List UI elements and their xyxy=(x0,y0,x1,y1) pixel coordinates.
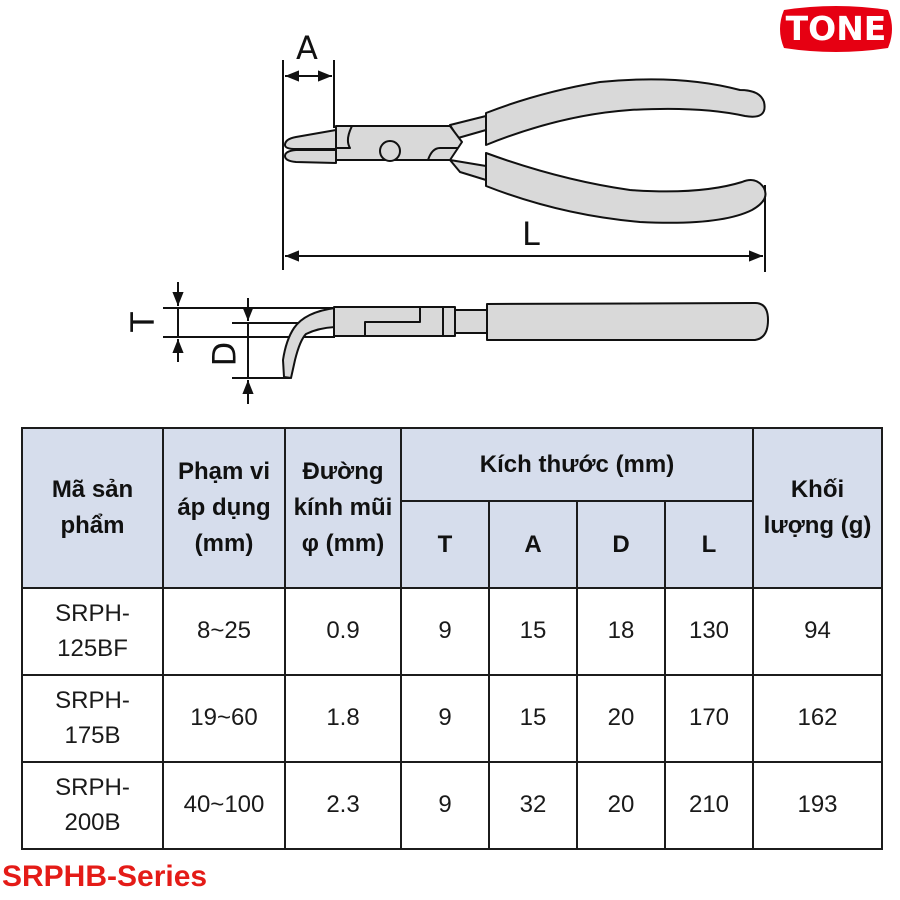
plier-drawing xyxy=(163,60,769,404)
tone-logo: TONE xyxy=(776,4,896,54)
dimension-label-l: L xyxy=(522,215,540,253)
table-row: SRPH-125BF 8~25 0.9 9 15 18 130 94 xyxy=(21,587,884,676)
cell-range: 8~25 xyxy=(162,587,286,676)
cell-weight: 162 xyxy=(752,674,884,763)
cell-dim-a: 15 xyxy=(488,587,578,676)
cell-dim-d: 20 xyxy=(576,674,666,763)
cell-dim-l: 210 xyxy=(663,761,755,850)
cell-weight: 193 xyxy=(752,761,884,850)
cell-tip-diameter: 2.3 xyxy=(284,761,402,850)
series-title: SRPHB-Series xyxy=(2,860,208,893)
top-view xyxy=(282,60,767,272)
cell-dim-l: 170 xyxy=(663,674,755,763)
cell-tip-diameter: 1.8 xyxy=(284,674,402,763)
cell-product-code: SRPH-200B xyxy=(21,761,164,850)
cell-range: 40~100 xyxy=(162,761,286,850)
dimension-label-a: A xyxy=(296,29,318,67)
cell-dim-a: 32 xyxy=(488,761,578,850)
header-dim-l: L xyxy=(663,500,755,589)
logo-badge-shape xyxy=(780,6,892,52)
side-view xyxy=(163,282,769,404)
plier-dimension-diagram: A L T D xyxy=(0,0,900,420)
header-product-code: Mã sản phẩm xyxy=(21,427,164,589)
header-tip-diameter: Đường kính mũi φ (mm) xyxy=(284,427,402,589)
cell-product-code: SRPH-175B xyxy=(21,674,164,763)
header-dim-a: A xyxy=(488,500,578,589)
cell-product-code: SRPH-125BF xyxy=(21,587,164,676)
header-range: Phạm vi áp dụng (mm) xyxy=(162,427,286,589)
dimension-label-d: D xyxy=(205,341,244,367)
dimension-label-t: T xyxy=(123,312,162,332)
cell-dim-d: 18 xyxy=(576,587,666,676)
cell-dim-d: 20 xyxy=(576,761,666,850)
cell-range: 19~60 xyxy=(162,674,286,763)
table-row: SRPH-175B 19~60 1.8 9 15 20 170 162 xyxy=(21,674,884,763)
header-dim-d: D xyxy=(576,500,666,589)
cell-dim-t: 9 xyxy=(400,587,490,676)
cell-dim-a: 15 xyxy=(488,674,578,763)
cell-dim-l: 130 xyxy=(663,587,755,676)
specification-table: Mã sản phẩm Phạm vi áp dụng (mm) Đường k… xyxy=(21,427,884,850)
cell-dim-t: 9 xyxy=(400,674,490,763)
logo-text: TONE xyxy=(785,9,887,48)
cell-dim-t: 9 xyxy=(400,761,490,850)
cell-weight: 94 xyxy=(752,587,884,676)
header-weight: Khối lượng (g) xyxy=(752,427,884,589)
header-dimensions-group: Kích thước (mm) xyxy=(399,427,755,502)
cell-tip-diameter: 0.9 xyxy=(284,587,402,676)
table-row: SRPH-200B 40~100 2.3 9 32 20 210 193 xyxy=(21,761,884,850)
header-dim-t: T xyxy=(400,500,490,589)
